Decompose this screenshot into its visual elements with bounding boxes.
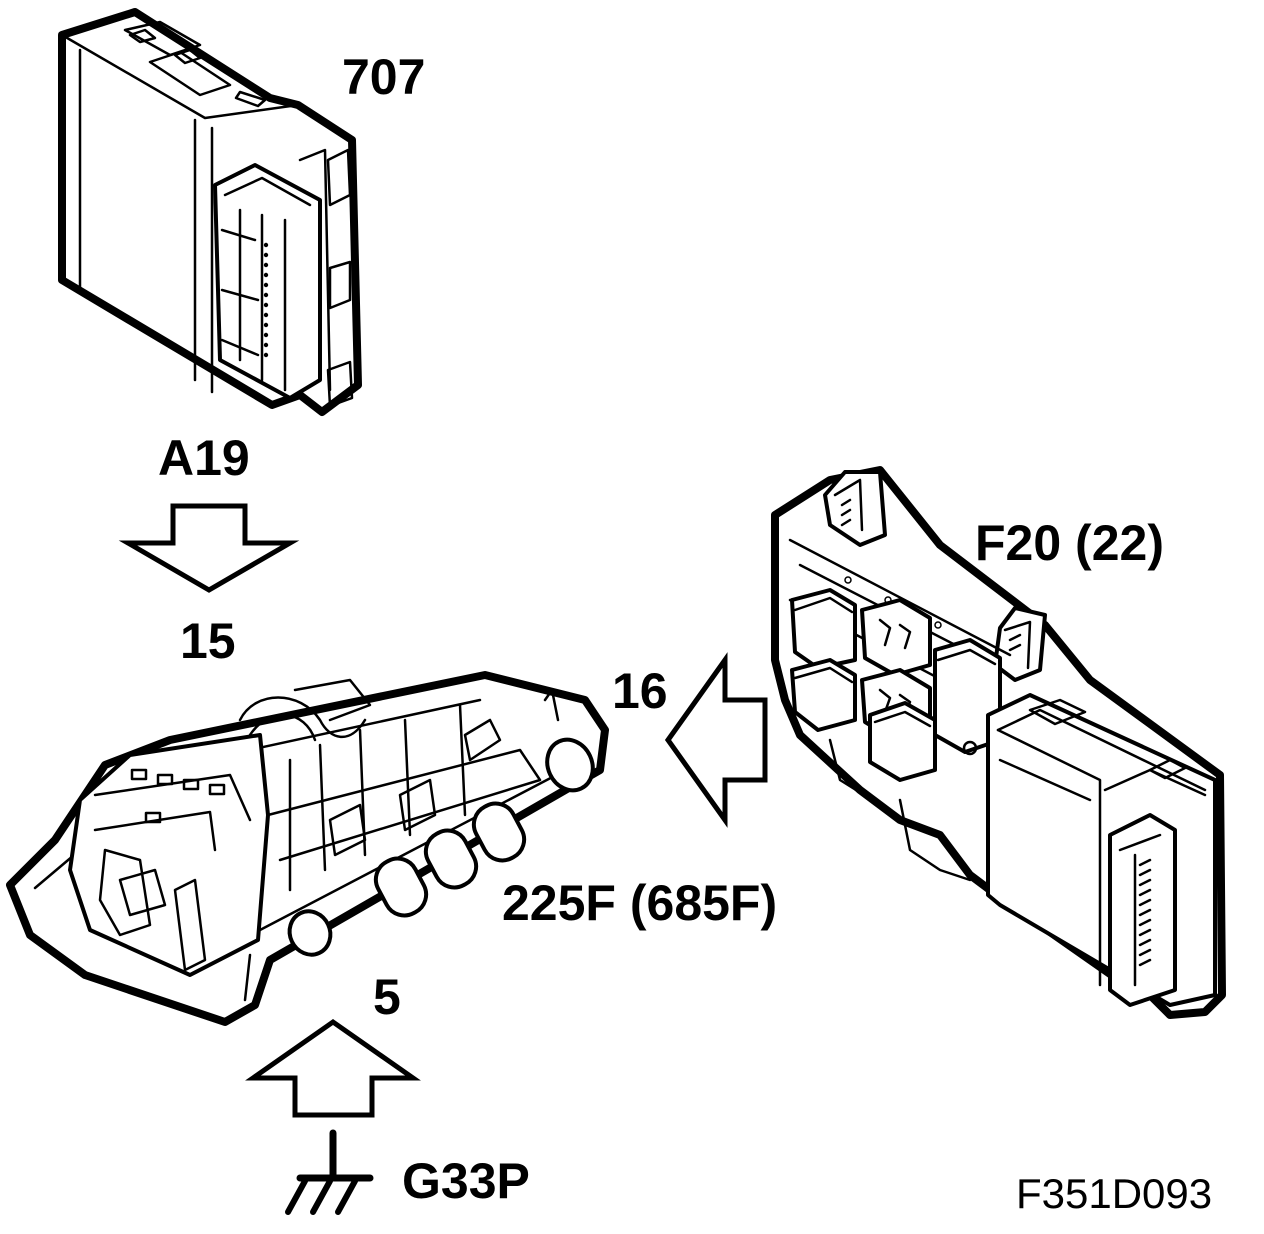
module-707-label: 707: [342, 49, 425, 105]
connector-a19-label: A19: [158, 430, 250, 486]
pin-row: [1138, 858, 1152, 967]
pin-row: [130, 768, 226, 824]
connector-225f-label: 225F (685F): [502, 875, 777, 931]
fusebox-f20-pin-label: 16: [612, 663, 668, 719]
fusebox-f20-label: F20 (22): [975, 515, 1164, 571]
left-arrow-icon: [664, 652, 768, 828]
figure-code: F351D093: [1016, 1170, 1212, 1217]
ground-g33p-pin-label: 5: [373, 969, 401, 1025]
connector-a19-pin-label: 15: [180, 613, 236, 669]
ground-icon: [285, 1129, 374, 1215]
down-arrow-icon: [118, 503, 300, 593]
pin-row: [263, 242, 269, 358]
module-707: [58, 8, 362, 416]
ground-g33p-label: G33P: [402, 1153, 530, 1209]
up-arrow-icon: [245, 1018, 421, 1118]
connector-225f: [6, 671, 609, 1026]
fusebox-f20: [771, 466, 1226, 1019]
